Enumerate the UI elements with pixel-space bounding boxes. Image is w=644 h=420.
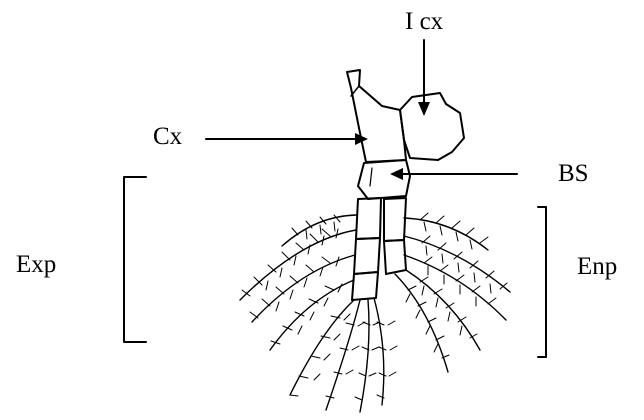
inner-coxa-label: I cx [405,9,443,34]
basis-arrowhead [390,168,403,180]
plumose-setae [240,215,510,412]
exopod-label: Exp [16,252,56,277]
exopod-segments [352,198,381,300]
endopod-bracket [538,207,546,357]
inner-coxa-plate [400,93,464,160]
inner-coxa-arrowhead [418,102,430,116]
arrow-heads [355,102,430,180]
coxa-label: Cx [153,124,182,149]
pointer-arrows [206,40,517,174]
coxa-outline [347,70,406,162]
endopod-label: Enp [577,254,617,279]
endopod-segments [384,198,406,274]
exopod-bracket [124,177,146,342]
setae-barbs [242,213,507,400]
basis-label: BS [558,161,589,186]
